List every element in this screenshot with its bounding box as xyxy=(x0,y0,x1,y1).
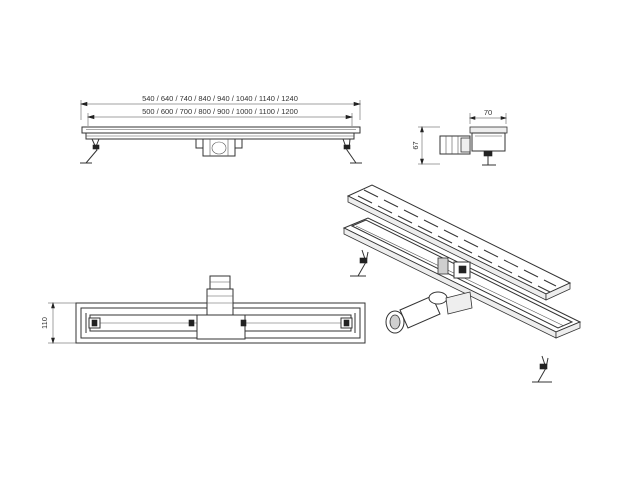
iso-left-leveling-foot xyxy=(350,249,369,277)
outlet-side-view xyxy=(195,138,243,157)
grate-length-label: 500 / 600 / 700 / 800 / 900 / 1000 / 110… xyxy=(142,107,298,116)
iso-grate-slots xyxy=(357,189,557,293)
plan-right-clip xyxy=(340,313,356,333)
iso-right-leveling-foot xyxy=(532,355,552,383)
isometric-view xyxy=(342,184,582,383)
side-height-dimension: 67 xyxy=(411,125,440,166)
side-width-label: 70 xyxy=(484,108,492,117)
iso-grate-handle xyxy=(437,257,471,279)
side-leveling-foot xyxy=(482,150,496,166)
plan-marker-left xyxy=(188,319,195,327)
overall-length-label: 540 / 640 / 740 / 840 / 940 / 1040 / 114… xyxy=(142,94,298,103)
grate-section xyxy=(469,126,508,134)
channel-profile xyxy=(81,126,361,140)
front-elevation-view: 540 / 640 / 740 / 840 / 940 / 1040 / 114… xyxy=(79,94,362,164)
side-height-label: 67 xyxy=(411,141,420,149)
plan-view: 110 xyxy=(40,275,366,345)
overall-length-dimension: 540 / 640 / 740 / 840 / 940 / 1040 / 114… xyxy=(79,94,362,120)
plan-width-label: 110 xyxy=(40,317,49,329)
side-width-dimension: 70 xyxy=(468,108,508,124)
side-section-view: 70 67 xyxy=(411,108,508,166)
plan-marker-right xyxy=(240,319,247,327)
plan-width-dimension: 110 xyxy=(40,301,76,345)
left-leveling-foot xyxy=(80,138,100,164)
iso-outlet-pipe xyxy=(385,291,473,334)
plan-outlet-pipe xyxy=(206,288,234,316)
plan-outlet-box xyxy=(196,314,246,340)
iso-grate xyxy=(346,184,572,301)
plan-left-clip xyxy=(85,313,101,333)
grate-length-dimension: 500 / 600 / 700 / 800 / 900 / 1000 / 110… xyxy=(86,107,354,126)
plan-outlet-cap xyxy=(209,275,231,290)
right-leveling-foot xyxy=(342,138,362,164)
